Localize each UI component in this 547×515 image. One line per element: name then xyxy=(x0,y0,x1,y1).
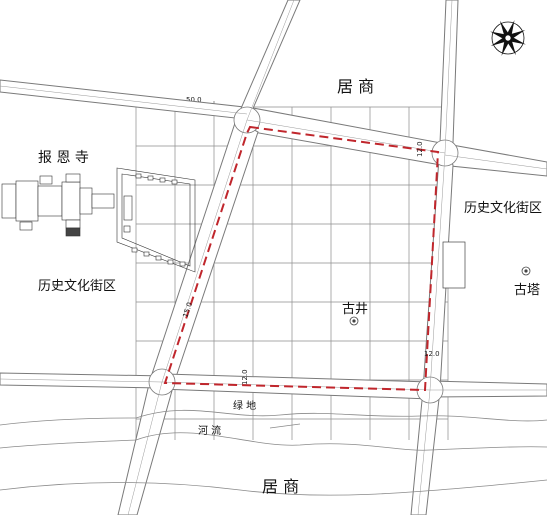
road-width-top: 12.0 xyxy=(416,141,424,157)
road-width-bottom: 12.0 xyxy=(241,369,249,385)
grid-spacing-label: 50.0 xyxy=(186,96,202,104)
label-historic-district-right: 历史文化街区 xyxy=(464,201,542,216)
label-historic-district-left: 历史文化街区 xyxy=(38,279,116,294)
road-bottom-right xyxy=(429,380,547,398)
road-right-top xyxy=(439,0,459,144)
planning-redline xyxy=(163,125,440,392)
label-ancient-well: 古井 xyxy=(342,302,368,317)
road-bottom xyxy=(159,373,431,400)
river xyxy=(0,409,547,496)
label-river: 河 流 xyxy=(198,424,221,437)
well-marker-icon xyxy=(349,316,359,326)
road-top-left xyxy=(0,79,254,121)
bao-en-temple-complex xyxy=(1,167,196,273)
road-left-diagonal-low xyxy=(117,379,176,515)
label-temple: 报 恩 寺 xyxy=(38,150,89,166)
building-east xyxy=(442,241,466,289)
road-width-right: 12.0 xyxy=(424,350,440,358)
road-right-low xyxy=(410,389,441,515)
label-green-space: 绿 地 xyxy=(233,399,256,412)
label-residential-commercial-bottom: 居 商 xyxy=(262,477,299,496)
label-residential-commercial-top: 居 商 xyxy=(337,77,374,96)
label-ancient-pagoda: 古塔 xyxy=(514,283,540,298)
north-compass-icon xyxy=(490,20,526,56)
pagoda-marker-icon xyxy=(521,266,531,276)
road-left-diagonal xyxy=(235,0,301,121)
